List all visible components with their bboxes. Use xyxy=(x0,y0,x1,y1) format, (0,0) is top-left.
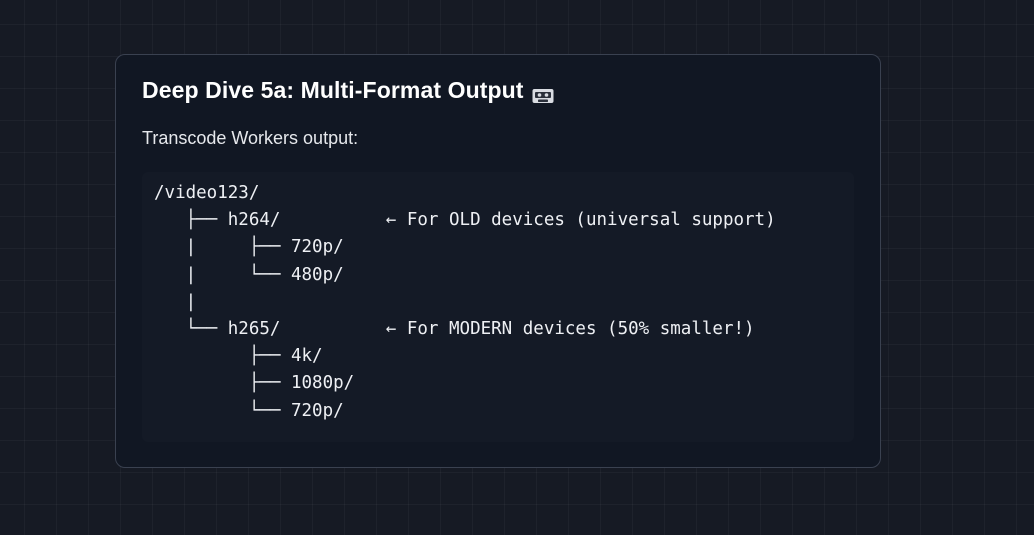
code-line: | xyxy=(154,291,197,312)
code-line: └── h265/ ← For MODERN devices (50% smal… xyxy=(154,318,755,339)
card-title: Deep Dive 5a: Multi-Format Output xyxy=(142,77,554,104)
code-line: /video123/ xyxy=(154,183,260,203)
code-line: └── 720p/ xyxy=(154,400,344,421)
code-line: ├── 4k/ xyxy=(154,346,323,367)
deep-dive-card: Deep Dive 5a: Multi-Format Output Transc… xyxy=(115,54,881,468)
code-line: ├── 1080p/ xyxy=(154,373,355,394)
intro-text: Transcode Workers output: xyxy=(142,128,359,148)
videocassette-icon xyxy=(532,83,554,103)
card-title-text: Deep Dive 5a: Multi-Format Output xyxy=(142,77,524,103)
code-line: ├── h264/ ← For OLD devices (universal s… xyxy=(154,210,776,231)
code-line: | ├── 720p/ xyxy=(154,237,344,258)
code-line: | └── 480p/ xyxy=(154,264,344,285)
directory-tree-code-block: /video123/ ├── h264/ ← For OLD devices (… xyxy=(142,172,854,442)
